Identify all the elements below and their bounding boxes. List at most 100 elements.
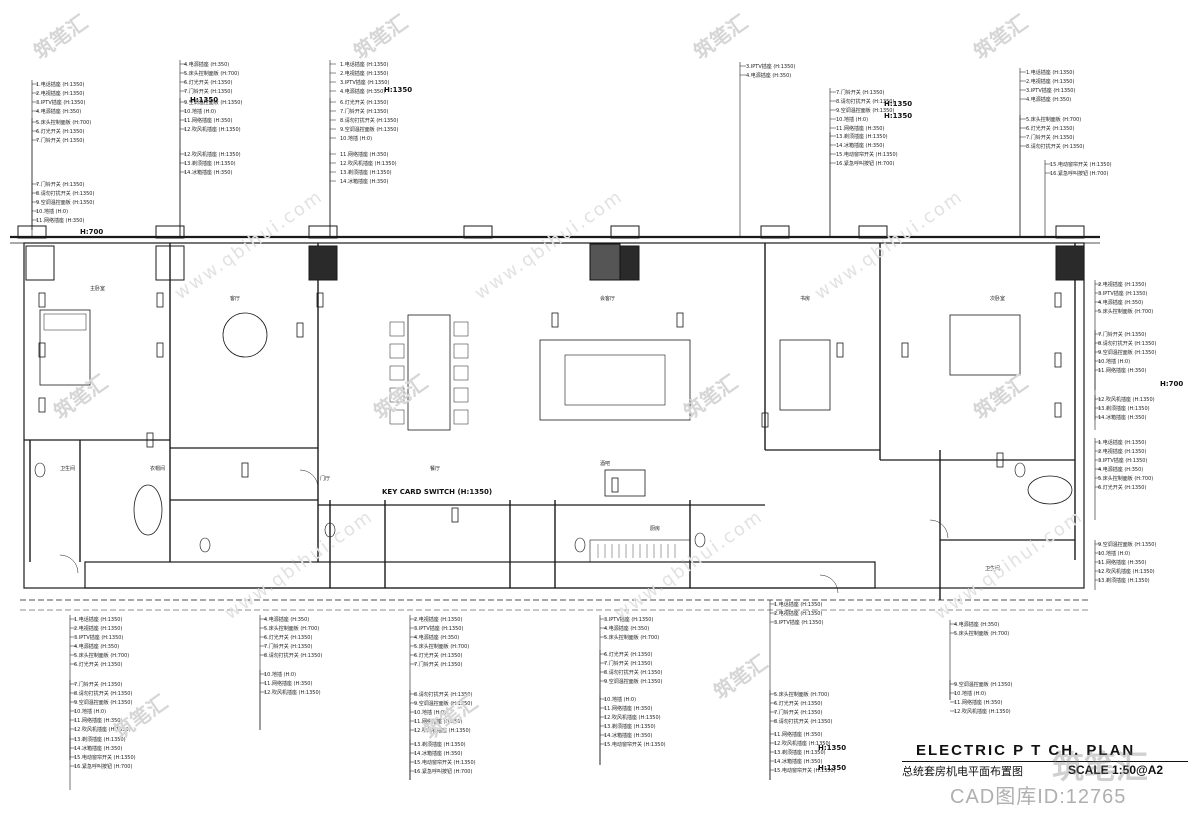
callout-text: 1.电话插座 (H:1350) [1026,69,1074,76]
callout-text: 16.紧急呼叫按钮 (H:700) [1050,170,1108,177]
callout-text: 9.空调温控面板 (H:1350) [836,107,894,114]
callout-text: 3.IPTV插座 (H:1350) [36,99,85,106]
callout-text: 13.剃须插座 (H:1350) [184,160,236,167]
toilet-5 [1014,462,1026,478]
callout-text: 3.IPTV插座 (H:1350) [74,634,123,641]
callout-text: 5.床头控制面板 (H:700) [264,625,319,632]
column-cap-7 [1055,225,1085,239]
chair-r-1 [453,343,469,359]
callout-text: 12.吹风机插座 (H:1350) [954,708,1011,715]
callout-text: 8.请勿打扰开关 (H:1350) [774,718,832,725]
callout-text: 11.网络插座 (H:350) [1098,367,1146,374]
dining-table [407,314,451,431]
callout-text: 10.地插 (H:0) [604,696,636,703]
height-callout-3: H:1350 [384,86,412,94]
callout-text: 5.床头控制面板 (H:700) [954,630,1009,637]
outlet-symbol-4 [156,342,164,358]
callout-text: 11.网络插座 (H:350) [774,731,822,738]
toilet-4 [694,532,706,548]
watermark-brand: 筑笔汇 [1052,748,1149,786]
callout-text: 5.床头控制面板 (H:700) [184,70,239,77]
watermark-site-repeat: www.qbihui.com [171,186,327,304]
chair-r-3 [453,387,469,403]
chair-l-0 [389,321,405,337]
callout-text: 4.电源插座 (H:350) [264,616,309,623]
callout-text: 11.网络插座 (H:350) [36,217,84,224]
callout-text: 5.床头控制面板 (H:700) [74,652,129,659]
callout-text: 9.空调温控面板 (H:1350) [1098,349,1156,356]
room-fixtures [34,292,1073,594]
callout-text: 7.门铃开关 (H:1350) [74,681,122,688]
watermark-brand-repeat: 筑笔汇 [969,10,1032,64]
callout-text: 13.剃须插座 (H:1350) [836,133,888,140]
outlet-symbol-3 [156,292,164,308]
desk [779,339,831,411]
room-label: 次卧室 [990,295,1005,302]
chair-r-0 [453,321,469,337]
callout-text: 14.冰箱插座 (H:350) [1098,414,1146,421]
callout-text: 14.冰箱插座 (H:350) [836,142,884,149]
callout-text: 10.地插 (H:0) [184,108,216,115]
callout-text: 11.网络插座 (H:350) [954,699,1002,706]
callout-text: 4.电源插座 (H:350) [1098,299,1143,306]
callout-text: 1.电话插座 (H:1350) [340,61,388,68]
callout-text: 6.灯光开关 (H:1350) [264,634,312,641]
callout-text: 7.门铃开关 (H:1350) [36,181,84,188]
callout-text: 3.IPTV插座 (H:1350) [1098,290,1147,297]
watermark-brand-repeat: 筑笔汇 [419,690,482,744]
callout-text: 12.吹风机插座 (H:1350) [74,726,131,733]
callout-text: 8.请勿打扰开关 (H:1350) [74,690,132,697]
coffee-table [564,354,666,406]
callout-text: 7.门铃开关 (H:1350) [774,709,822,716]
callout-text: 9.空调温控面板 (H:1350) [604,678,662,685]
height-callout-1: H:700 [80,228,103,236]
callout-text: 11.网络插座 (H:350) [414,718,462,725]
outlet-symbol-1 [38,342,46,358]
callout-text: 8.请勿打扰开关 (H:1350) [1098,340,1156,347]
outlet-symbol-6 [316,292,324,308]
column-4 [155,245,185,281]
callout-text: 10.地插 (H:0) [264,671,296,678]
room-label: 书房 [800,295,810,302]
column-cap-2 [308,225,338,239]
callout-text: 3.IPTV插座 (H:1350) [1026,87,1075,94]
watermark-brand-repeat: 筑笔汇 [349,10,412,64]
walls [10,225,1100,611]
column-3 [25,245,55,281]
callout-text: 1.电话插座 (H:1350) [74,616,122,623]
callout-leaders [31,60,1101,790]
callout-text: 8.请勿打扰开关 (H:1350) [836,98,894,105]
callout-text: 3.IPTV插座 (H:1350) [1098,457,1147,464]
round-table [222,312,268,358]
callout-text: 6.灯光开关 (H:1350) [1026,125,1074,132]
watermark-brand-repeat: 筑笔汇 [969,370,1032,424]
outlet-symbol-17 [611,477,619,493]
callout-text: 9.空调温控面板 (H:1350) [954,681,1012,688]
callout-text: 13.剃须插座 (H:1350) [340,169,392,176]
column-0 [308,245,338,281]
callout-text: 5.床头控制面板 (H:700) [604,634,659,641]
outlet-symbol-0 [38,292,46,308]
callout-text: 5.床头控制面板 (H:700) [1098,308,1153,315]
callout-text: 4.电源插座 (H:350) [340,88,385,95]
callout-text: 5.床头控制面板 (H:700) [1026,116,1081,123]
callout-text: 14.冰箱插座 (H:350) [414,750,462,757]
outlet-symbol-16 [241,462,249,478]
watermark-brand-repeat: 筑笔汇 [29,10,92,64]
room-label: 厨房 [650,525,660,532]
callout-text: 9.空调温控面板 (H:1350) [414,700,472,707]
outlet-symbol-2 [38,397,46,413]
callout-text: 6.灯光开关 (H:1350) [36,128,84,135]
callout-text: 2.电视插座 (H:1350) [36,90,84,97]
outlet-symbol-11 [1054,292,1062,308]
door-swing-0 [299,469,319,489]
callout-text: 6.灯光开关 (H:1350) [774,700,822,707]
callout-text: 8.请勿打扰开关 (H:1350) [604,669,662,676]
callout-text: 13.剃须插座 (H:1350) [774,749,826,756]
chair-l-1 [389,343,405,359]
key-card-callout: KEY CARD SWITCH (H:1350) [382,488,492,496]
bed-pillow [43,313,87,331]
callout-text: 10.地插 (H:0) [74,708,106,715]
sofa-group [539,339,691,421]
